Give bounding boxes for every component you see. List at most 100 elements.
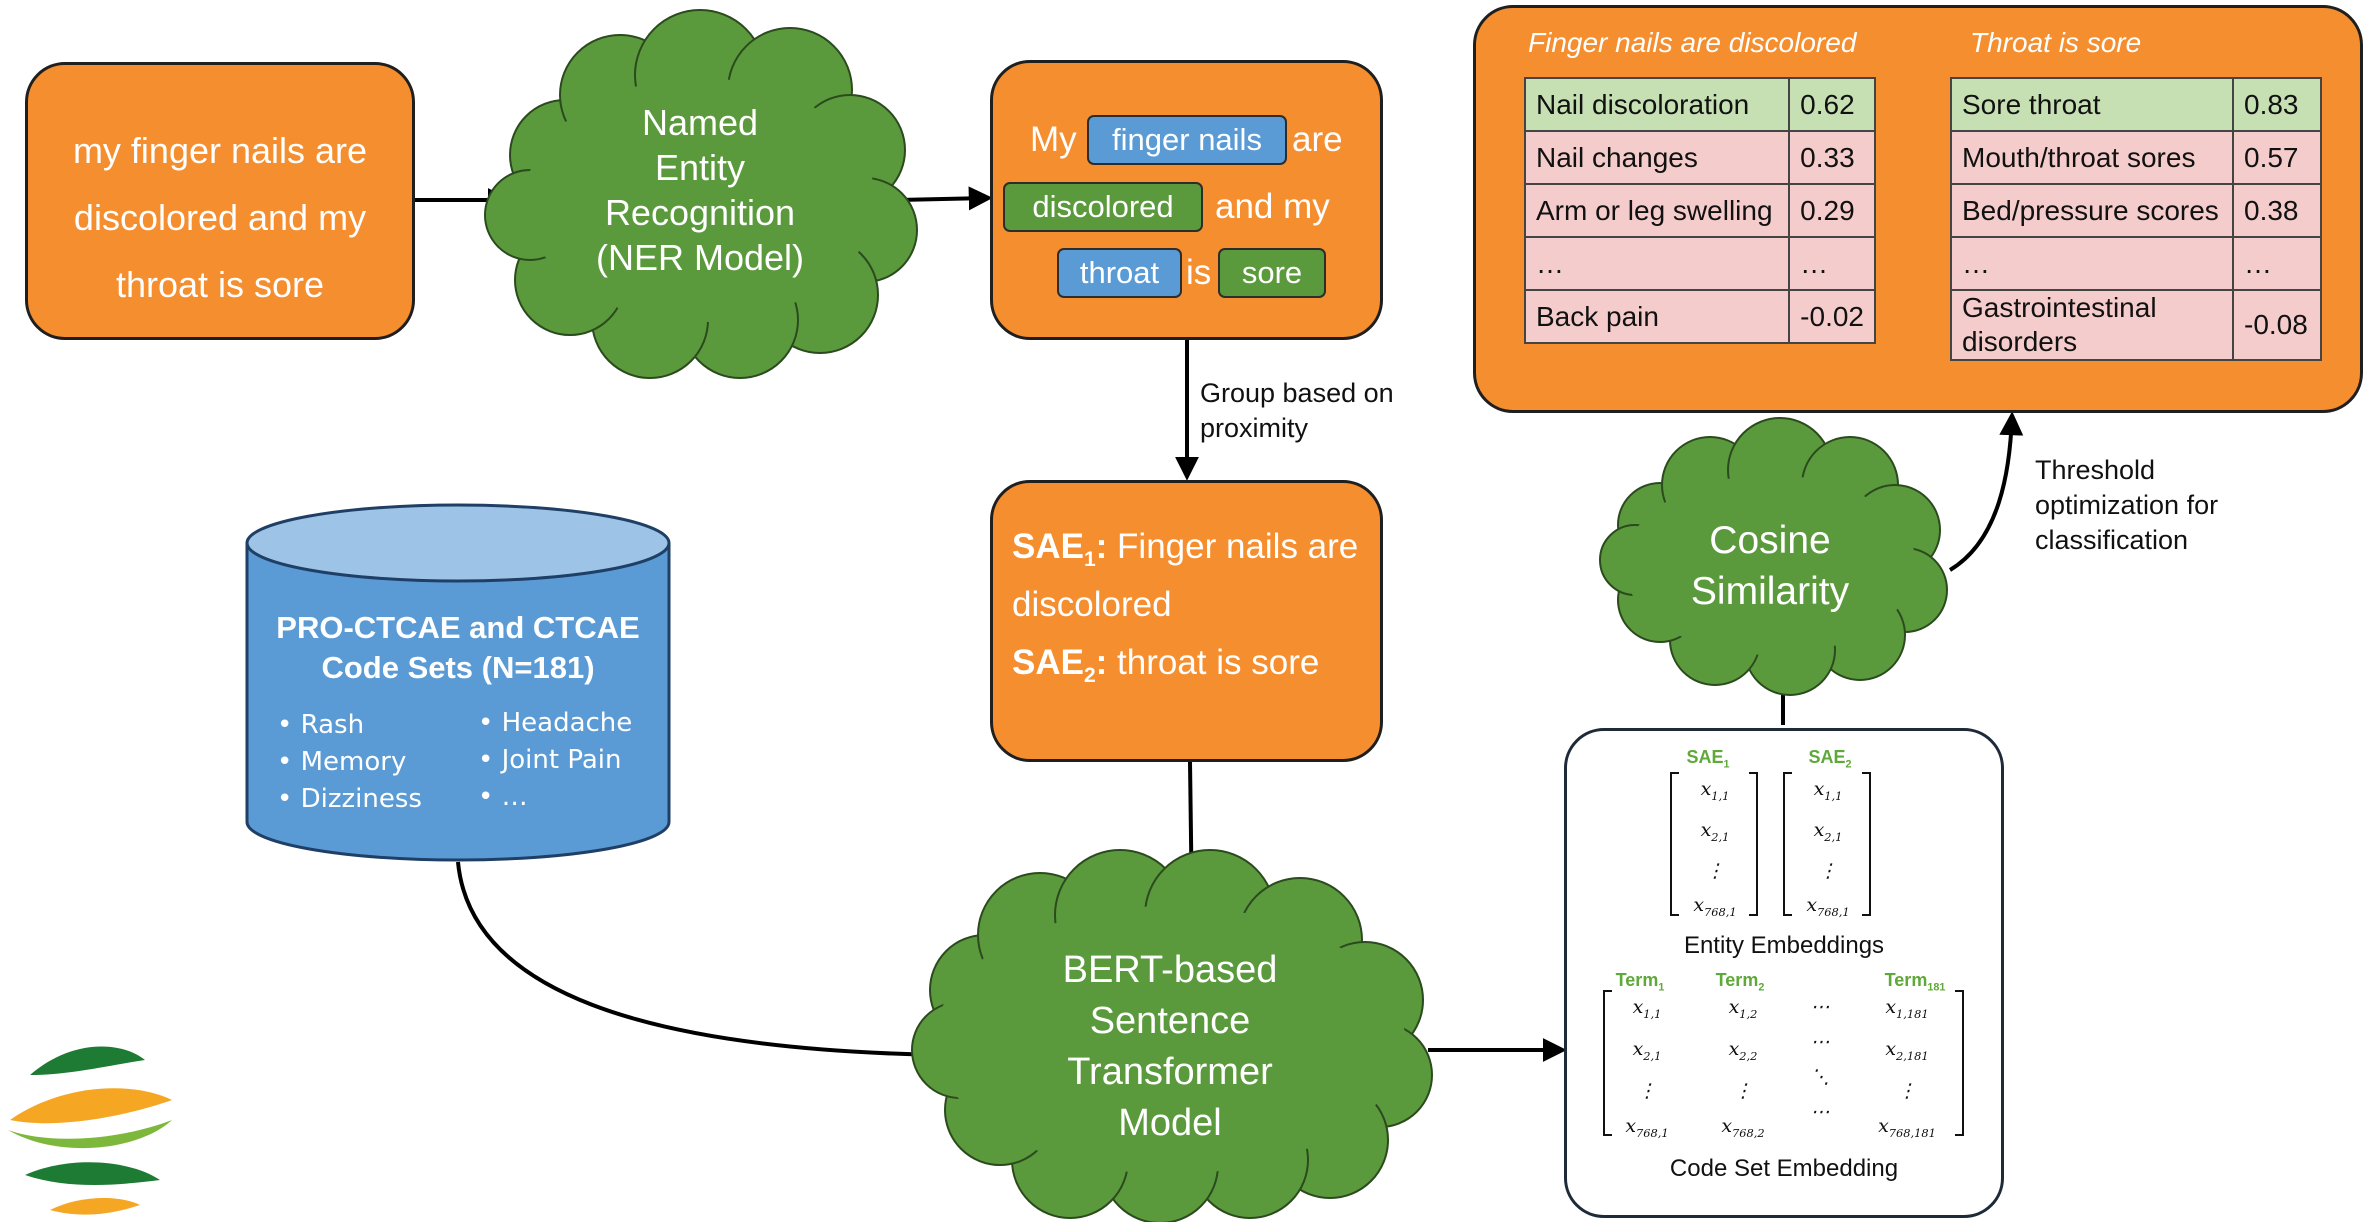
group-label-line: Group based on (1200, 378, 1394, 408)
term-cell: … (1950, 236, 2234, 291)
term-head-1: Term1 (1615, 970, 1665, 994)
score-cell: 0.29 (1788, 183, 1876, 238)
curve-db-to-bert (456, 861, 950, 1067)
database-title-line: Code Sets (N=181) (321, 650, 595, 685)
sae2-subscript: 2 (1083, 664, 1096, 687)
cosine-cloud-shape (1599, 417, 1948, 696)
ner-word-is: is (1186, 253, 1212, 292)
database-item: • Joint Pain (478, 745, 622, 775)
cosine-line: Similarity (1690, 570, 1850, 613)
term-cell: Back pain (1523, 289, 1791, 344)
threshold-line: Threshold (2035, 455, 2156, 485)
entity-head-sae1: SAE1 (1686, 747, 1730, 771)
code-matrix-col-dots: ⋯⋯⋱⋯ (1810, 996, 1830, 1123)
code-set-embedding-caption: Code Set Embedding (1669, 1155, 1899, 1182)
table-row: …… (1950, 236, 2322, 291)
sae1-content-line2: discolored (1012, 585, 1172, 624)
database-item: • Rash (277, 710, 365, 740)
input-line: my finger nails are (72, 130, 368, 171)
entity-embeddings-caption: Entity Embeddings (1683, 932, 1885, 959)
database-item: • Headache (478, 708, 633, 738)
sae-box (990, 480, 1383, 762)
term-head-2: Term2 (1715, 970, 1765, 994)
entity-chip-throat: throat (1057, 248, 1182, 298)
sae1-colon: : (1095, 527, 1108, 566)
database-items-left: • Rash • Memory • Dizziness (277, 707, 422, 818)
sae1-content: Finger nails are (1107, 527, 1359, 566)
ner-line: Entity (654, 147, 746, 188)
score-cell: … (2232, 236, 2322, 291)
database-title-line: PRO-CTCAE and CTCAE (276, 610, 640, 645)
entity-chip-sore: sore (1218, 248, 1326, 298)
ner-word-are: are (1292, 120, 1343, 159)
curve-cosine-to-results (1948, 411, 2024, 572)
bert-cloud-shape (911, 849, 1433, 1222)
bracket (1783, 772, 1792, 916)
term-cell: … (1523, 236, 1791, 291)
database-item: • Memory (277, 747, 407, 777)
sae2-label: SAE (1012, 643, 1084, 682)
bert-line: BERT-based (1062, 949, 1278, 991)
term-cell: Gastrointestinal disorders (1950, 289, 2234, 361)
input-line: throat is sore (115, 264, 325, 305)
term-cell: Bed/pressure scores (1950, 183, 2234, 238)
group-proximity-label: Group based on proximity (1200, 376, 1394, 446)
sae1-subscript: 1 (1083, 548, 1096, 571)
arrow-ner-to-output (897, 186, 993, 211)
term-cell: Arm or leg swelling (1523, 183, 1791, 238)
group-label-line: proximity (1200, 413, 1309, 443)
score-cell: -0.08 (2232, 289, 2322, 361)
bert-line: Model (1118, 1102, 1222, 1144)
entity-chip-finger-nails: finger nails (1087, 115, 1287, 165)
threshold-label: Threshold optimization for classificatio… (2035, 453, 2218, 558)
term-cell: Sore throat (1950, 77, 2234, 132)
sae2-text: SAE2: throat is sore (1012, 640, 1319, 698)
ner-word-and-my: and my (1215, 187, 1330, 226)
database-cylinder (245, 503, 671, 862)
results-title-right: Throat is sore (1970, 27, 2142, 58)
sae2-content: throat is sore (1107, 643, 1320, 682)
threshold-line: optimization for (2035, 490, 2219, 520)
bert-cloud-label: BERT-based Sentence Transformer Model (990, 945, 1350, 1149)
sae1-label: SAE (1012, 527, 1084, 566)
ner-word-my: My (1030, 120, 1077, 159)
threshold-line: classification (2035, 525, 2189, 555)
table-row: Gastrointestinal disorders-0.08 (1950, 289, 2322, 361)
database-item: • … (478, 782, 528, 812)
score-cell: 0.83 (2232, 77, 2322, 132)
bracket (1670, 772, 1679, 916)
ner-cloud-shape (484, 9, 918, 379)
ner-line: (NER Model) (595, 237, 805, 278)
results-title-left: Finger nails are discolored (1528, 27, 1857, 58)
term-head-181: Term181 (1884, 970, 1946, 994)
sae2-colon: : (1095, 643, 1108, 682)
score-cell: -0.02 (1788, 289, 1876, 344)
sae1-text: SAE1: Finger nails are discolored (1012, 524, 1382, 627)
ner-line: Named (641, 102, 759, 143)
bracket (1955, 990, 1964, 1136)
cosine-line: Cosine (1709, 519, 1831, 562)
score-cell: 0.33 (1788, 130, 1876, 185)
input-text-box: my finger nails are discolored and my th… (25, 62, 415, 340)
table-row: …… (1523, 236, 1876, 291)
bert-line: Sentence (1089, 1000, 1251, 1042)
database-item: • Dizziness (277, 784, 422, 814)
cosine-cloud-label: Cosine Similarity (1640, 515, 1900, 617)
score-cell: 0.62 (1788, 77, 1876, 132)
term-cell: Nail changes (1523, 130, 1791, 185)
ner-line: Recognition (604, 192, 796, 233)
database-items-right: • Headache • Joint Pain • … (478, 705, 632, 816)
term-cell: Nail discoloration (1523, 77, 1791, 132)
score-cell: … (1788, 236, 1876, 291)
